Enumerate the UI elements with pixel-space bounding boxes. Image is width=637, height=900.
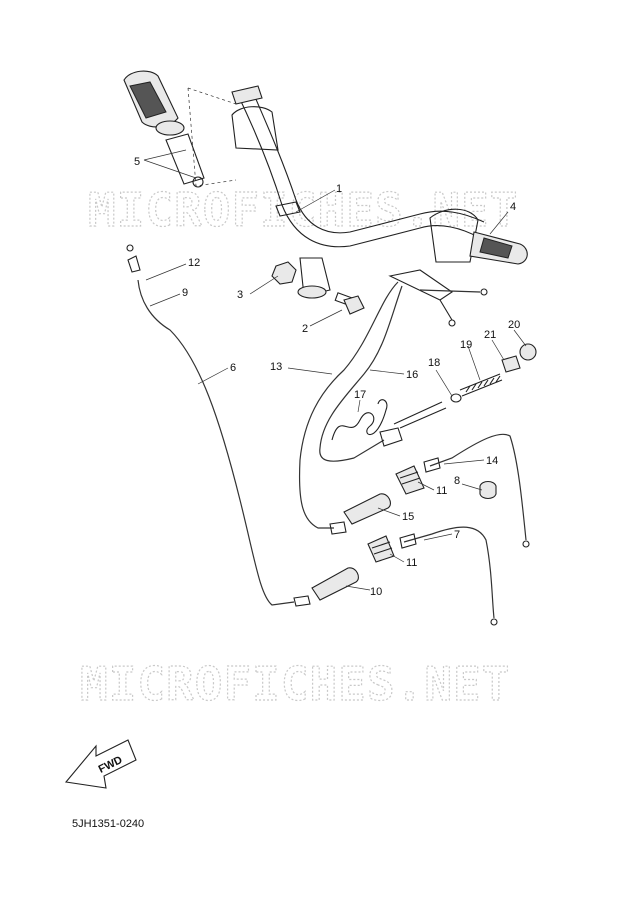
callout-2: 2: [302, 323, 308, 335]
callout-20: 20: [508, 319, 520, 331]
bolt: [334, 292, 365, 315]
callout-11-upper: 11: [436, 485, 447, 497]
lever-pivot: [501, 355, 521, 373]
lever-bracket: [388, 269, 488, 327]
callout-17: 17: [354, 389, 366, 401]
adjust-nut: [519, 343, 537, 361]
watermark-top: MICROFICHES.NET: [88, 183, 518, 237]
watermark-bottom: MICROFICHES.NET: [80, 657, 510, 711]
callout-4: 4: [510, 201, 516, 213]
callout-21: 21: [484, 329, 496, 341]
callout-15: 15: [402, 511, 414, 523]
callout-6: 6: [230, 362, 236, 374]
leader-lines: [143, 149, 527, 591]
callout-1: 1: [336, 183, 342, 195]
callout-18: 18: [428, 357, 440, 369]
callout-7: 7: [454, 529, 460, 541]
callout-9: 9: [182, 287, 188, 299]
callout-12: 12: [188, 257, 200, 269]
cable-16: [319, 285, 403, 462]
callout-3: 3: [237, 289, 243, 301]
callout-14: 14: [486, 455, 498, 467]
tube-upper: [343, 493, 391, 525]
tube-lower: [311, 567, 359, 601]
cable-14: [429, 433, 527, 541]
callout-5: 5: [134, 156, 140, 168]
cable-13: [298, 281, 399, 529]
callout-13: 13: [270, 361, 282, 373]
callout-19: 19: [460, 339, 472, 351]
clamp: [479, 480, 497, 500]
handlebar: [231, 85, 485, 299]
callout-10: 10: [370, 586, 382, 598]
diagram-code: 5JH1351-0240: [72, 818, 144, 830]
left-grip: [123, 70, 205, 188]
fwd-arrow: FWD: [64, 739, 137, 789]
spring-clip: [331, 399, 388, 441]
nut: [271, 261, 297, 285]
callout-16: 16: [406, 369, 418, 381]
callout-8: 8: [454, 475, 460, 487]
spring: [459, 373, 503, 397]
right-grip: [469, 231, 528, 265]
cable-joint-lower: [367, 535, 395, 563]
cable-7: [403, 526, 495, 619]
adjuster-rod: [393, 393, 462, 429]
callout-11-lower: 11: [406, 557, 417, 569]
throttle-cable: [126, 244, 311, 607]
cable-joint-upper: [395, 465, 425, 495]
